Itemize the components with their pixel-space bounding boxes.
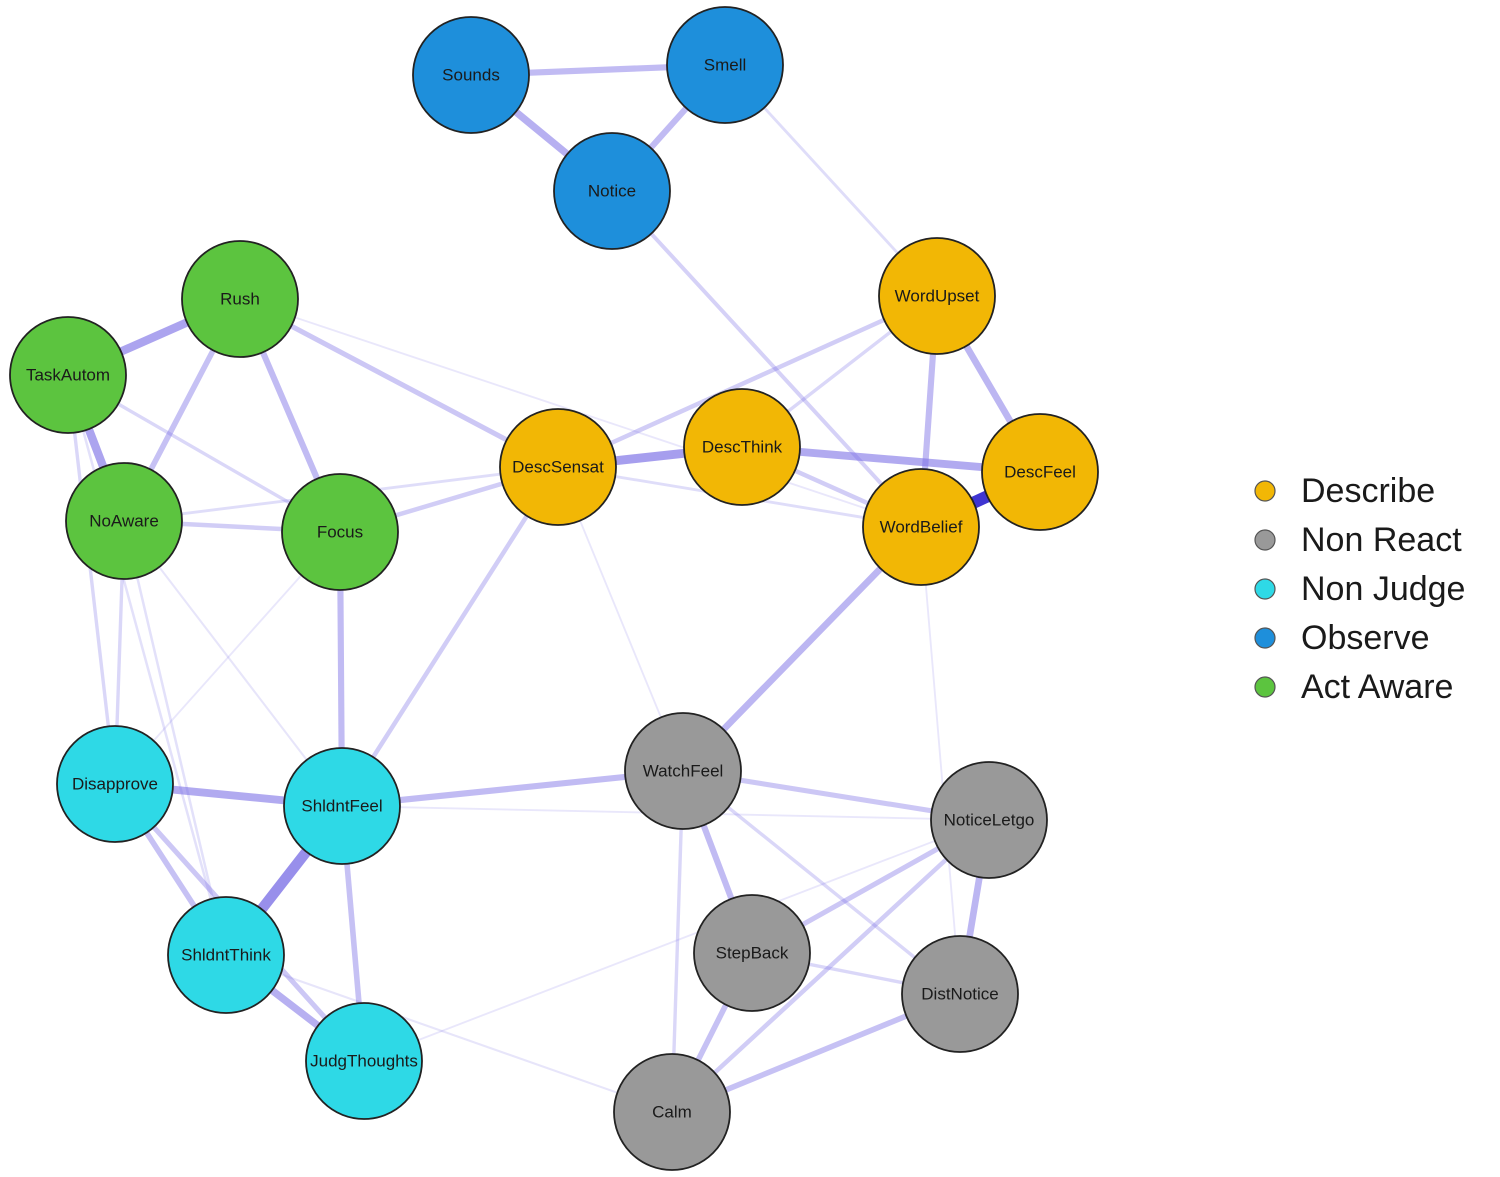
node-task-autom: TaskAutom xyxy=(9,316,127,434)
legend-label: Observe xyxy=(1301,619,1430,657)
node-dist-notice: DistNotice xyxy=(901,935,1019,1053)
node-sounds: Sounds xyxy=(412,16,530,134)
node-word-upset: WordUpset xyxy=(878,237,996,355)
node-label: StepBack xyxy=(716,944,789,963)
legend-label: Non React xyxy=(1301,521,1462,559)
node-label: DescSensat xyxy=(512,458,604,477)
node-circle xyxy=(624,712,742,830)
node-judg-thoughts: JudgThoughts xyxy=(305,1002,423,1120)
edge-word-upset-desc-sensat xyxy=(555,293,940,470)
node-label: Focus xyxy=(317,523,363,542)
node-circle xyxy=(666,6,784,124)
node-circle xyxy=(181,240,299,358)
node-word-belief: WordBelief xyxy=(862,468,980,586)
node-label: Rush xyxy=(220,290,260,309)
node-desc-think: DescThink xyxy=(683,388,801,506)
node-circle xyxy=(167,896,285,1014)
edge-word-belief-dist-notice xyxy=(920,526,961,995)
nodes-layer: Sounds SmellNoticeRushTaskAutomNoAwareFoc… xyxy=(9,6,1099,1171)
node-label: Smell xyxy=(704,56,747,75)
edge-desc-sensat-shldnt-feel xyxy=(339,464,561,809)
node-rush: Rush xyxy=(181,240,299,358)
edge-rush-desc-sensat xyxy=(237,296,561,470)
node-shldnt-feel: ShldntFeel xyxy=(283,747,401,865)
legend-label: Describe xyxy=(1301,472,1435,510)
node-circle xyxy=(981,413,1099,531)
node-circle xyxy=(901,935,1019,1053)
edge-watch-feel-dist-notice xyxy=(681,769,962,996)
node-focus: Focus xyxy=(281,473,399,591)
node-label: NoticeLetgo xyxy=(944,811,1035,830)
node-label: DescThink xyxy=(702,438,783,457)
legend-item-nonreact: Non React xyxy=(1254,521,1462,559)
node-circle xyxy=(862,468,980,586)
legend-swatch xyxy=(1254,578,1276,600)
node-circle xyxy=(283,747,401,865)
legend-swatch xyxy=(1254,627,1276,649)
legend-item-actaware: Act Aware xyxy=(1254,668,1453,706)
node-label: Sounds xyxy=(442,66,500,85)
legend-item-nonjudge: Non Judge xyxy=(1254,570,1465,608)
node-circle xyxy=(693,894,811,1012)
node-circle xyxy=(553,132,671,250)
node-label: WordBelief xyxy=(880,518,963,537)
node-circle xyxy=(930,761,1048,879)
node-label: TaskAutom xyxy=(26,366,110,385)
node-label: DistNotice xyxy=(921,985,998,1004)
legend-swatch xyxy=(1254,529,1276,551)
edge-no-aware-shldnt-think xyxy=(122,519,228,957)
node-circle xyxy=(878,237,996,355)
edge-notice-letgo-calm xyxy=(669,817,992,1115)
node-label: Calm xyxy=(652,1103,692,1122)
edge-task-autom-shldnt-think xyxy=(66,373,228,957)
node-circle xyxy=(499,408,617,526)
node-circle xyxy=(412,16,530,134)
node-circle xyxy=(281,473,399,591)
legend-label: Non Judge xyxy=(1301,570,1465,608)
node-circle xyxy=(56,725,174,843)
edge-notice-word-belief xyxy=(610,189,923,529)
node-notice-letgo: NoticeLetgo xyxy=(930,761,1048,879)
node-circle xyxy=(9,316,127,434)
node-label: JudgThoughts xyxy=(310,1052,418,1071)
node-label: DescFeel xyxy=(1004,463,1076,482)
node-label: ShldntFeel xyxy=(301,797,382,816)
node-circle xyxy=(683,388,801,506)
node-label: Disapprove xyxy=(72,775,158,794)
node-circle xyxy=(65,462,183,580)
node-no-aware: NoAware xyxy=(65,462,183,580)
node-smell: Smell xyxy=(666,6,784,124)
edge-no-aware-shldnt-feel xyxy=(122,519,344,808)
node-label: NoAware xyxy=(89,512,159,531)
node-watch-feel: WatchFeel xyxy=(624,712,742,830)
edge-task-autom-disapprove xyxy=(66,373,117,786)
node-step-back: StepBack xyxy=(693,894,811,1012)
edge-shldnt-think-calm xyxy=(224,953,674,1114)
node-circle xyxy=(305,1002,423,1120)
node-desc-feel: DescFeel xyxy=(981,413,1099,531)
node-disapprove: Disapprove xyxy=(56,725,174,843)
legend-item-observe: Observe xyxy=(1254,619,1430,657)
edge-judg-thoughts-notice-letgo xyxy=(363,819,990,1062)
node-shldnt-think: ShldntThink xyxy=(167,896,285,1014)
node-notice: Notice xyxy=(553,132,671,250)
node-label: WatchFeel xyxy=(643,762,724,781)
legend-swatch xyxy=(1254,676,1276,698)
node-label: Notice xyxy=(588,182,636,201)
node-label: WordUpset xyxy=(895,287,980,306)
legend-swatch xyxy=(1254,480,1276,502)
node-desc-sensat: DescSensat xyxy=(499,408,617,526)
node-label: ShldntThink xyxy=(181,946,271,965)
legend-item-describe: Describe xyxy=(1254,472,1435,510)
legend-label: Act Aware xyxy=(1301,668,1453,706)
node-circle xyxy=(613,1053,731,1171)
node-calm: Calm xyxy=(613,1053,731,1171)
